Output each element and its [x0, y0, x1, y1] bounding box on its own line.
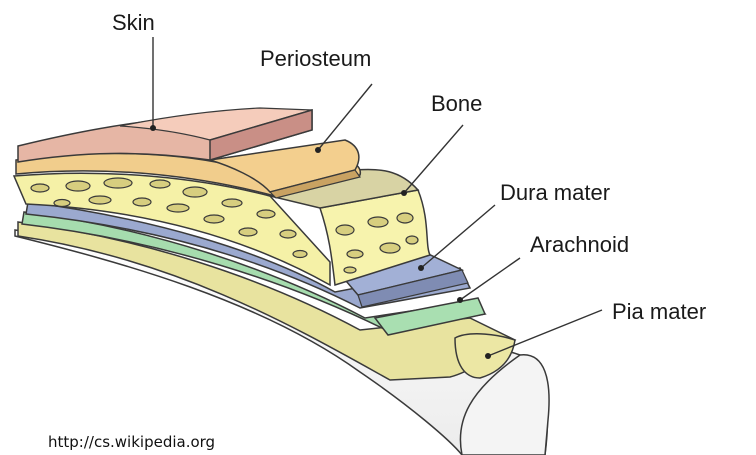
label-arachnoid: Arachnoid [530, 232, 629, 257]
source-credit: http://cs.wikipedia.org [48, 433, 215, 451]
label-dura-mater: Dura mater [500, 180, 610, 205]
label-periosteum: Periosteum [260, 46, 371, 71]
label-bone: Bone [431, 91, 482, 116]
label-skin: Skin [112, 10, 155, 35]
label-pia-mater: Pia mater [612, 299, 706, 324]
